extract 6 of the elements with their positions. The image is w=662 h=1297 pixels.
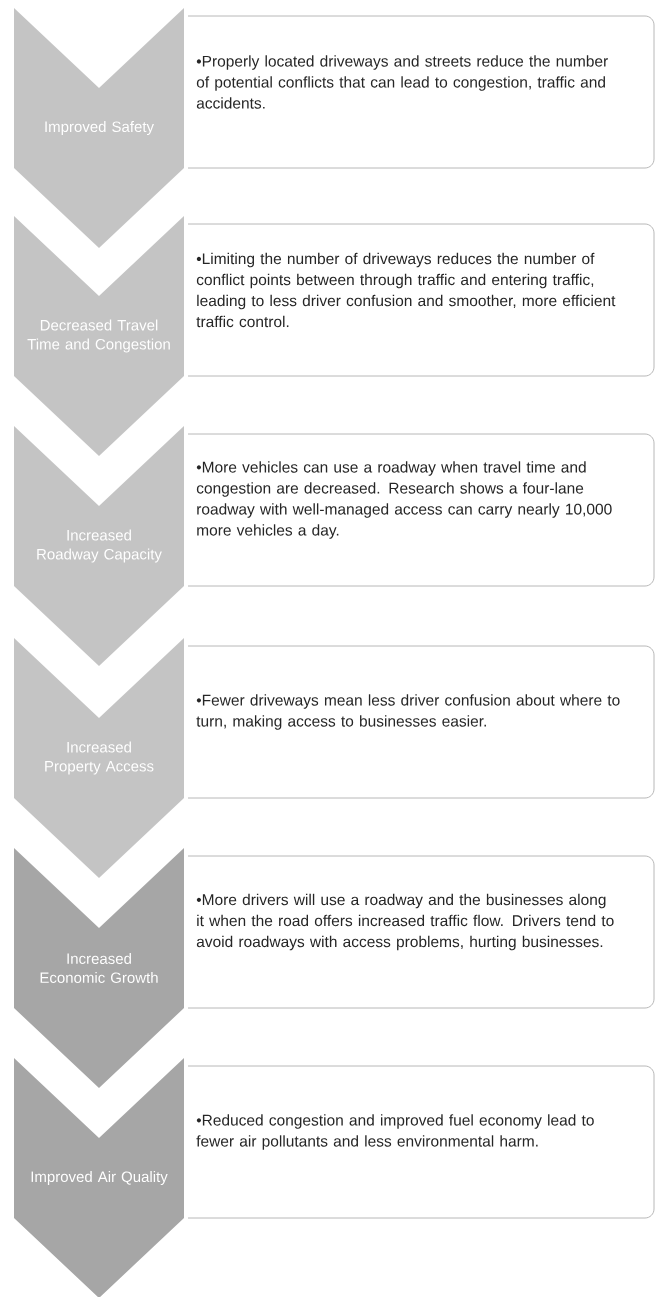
- text-box: •Limiting the number of driveways reduces the number of conflict points between through traffic and entering traffic, leading to less driver confusion and smoother, more efficient traffic control.: [187, 223, 655, 377]
- text-box: •More vehicles can use a roadway when travel time and congestion are decreased. Research shows a four-lane roadway with well-managed access can carry nearly 10,000 more vehicles a day.: [187, 433, 655, 587]
- text-box: •Fewer driveways mean less driver confusion about where to turn, making access to businesses easier.: [187, 645, 655, 799]
- text-box: •Properly located driveways and streets reduce the number of potential conflicts that can lead to congestion, traffic and accidents.: [187, 15, 655, 169]
- text-box: •More drivers will use a roadway and the businesses along it when the road offers increased traffic flow. Drivers tend to avoid roadways with access problems, hurting businesses.: [187, 855, 655, 1009]
- text-box: •Reduced congestion and improved fuel economy lead to fewer air pollutants and less environmental harm.: [187, 1065, 655, 1219]
